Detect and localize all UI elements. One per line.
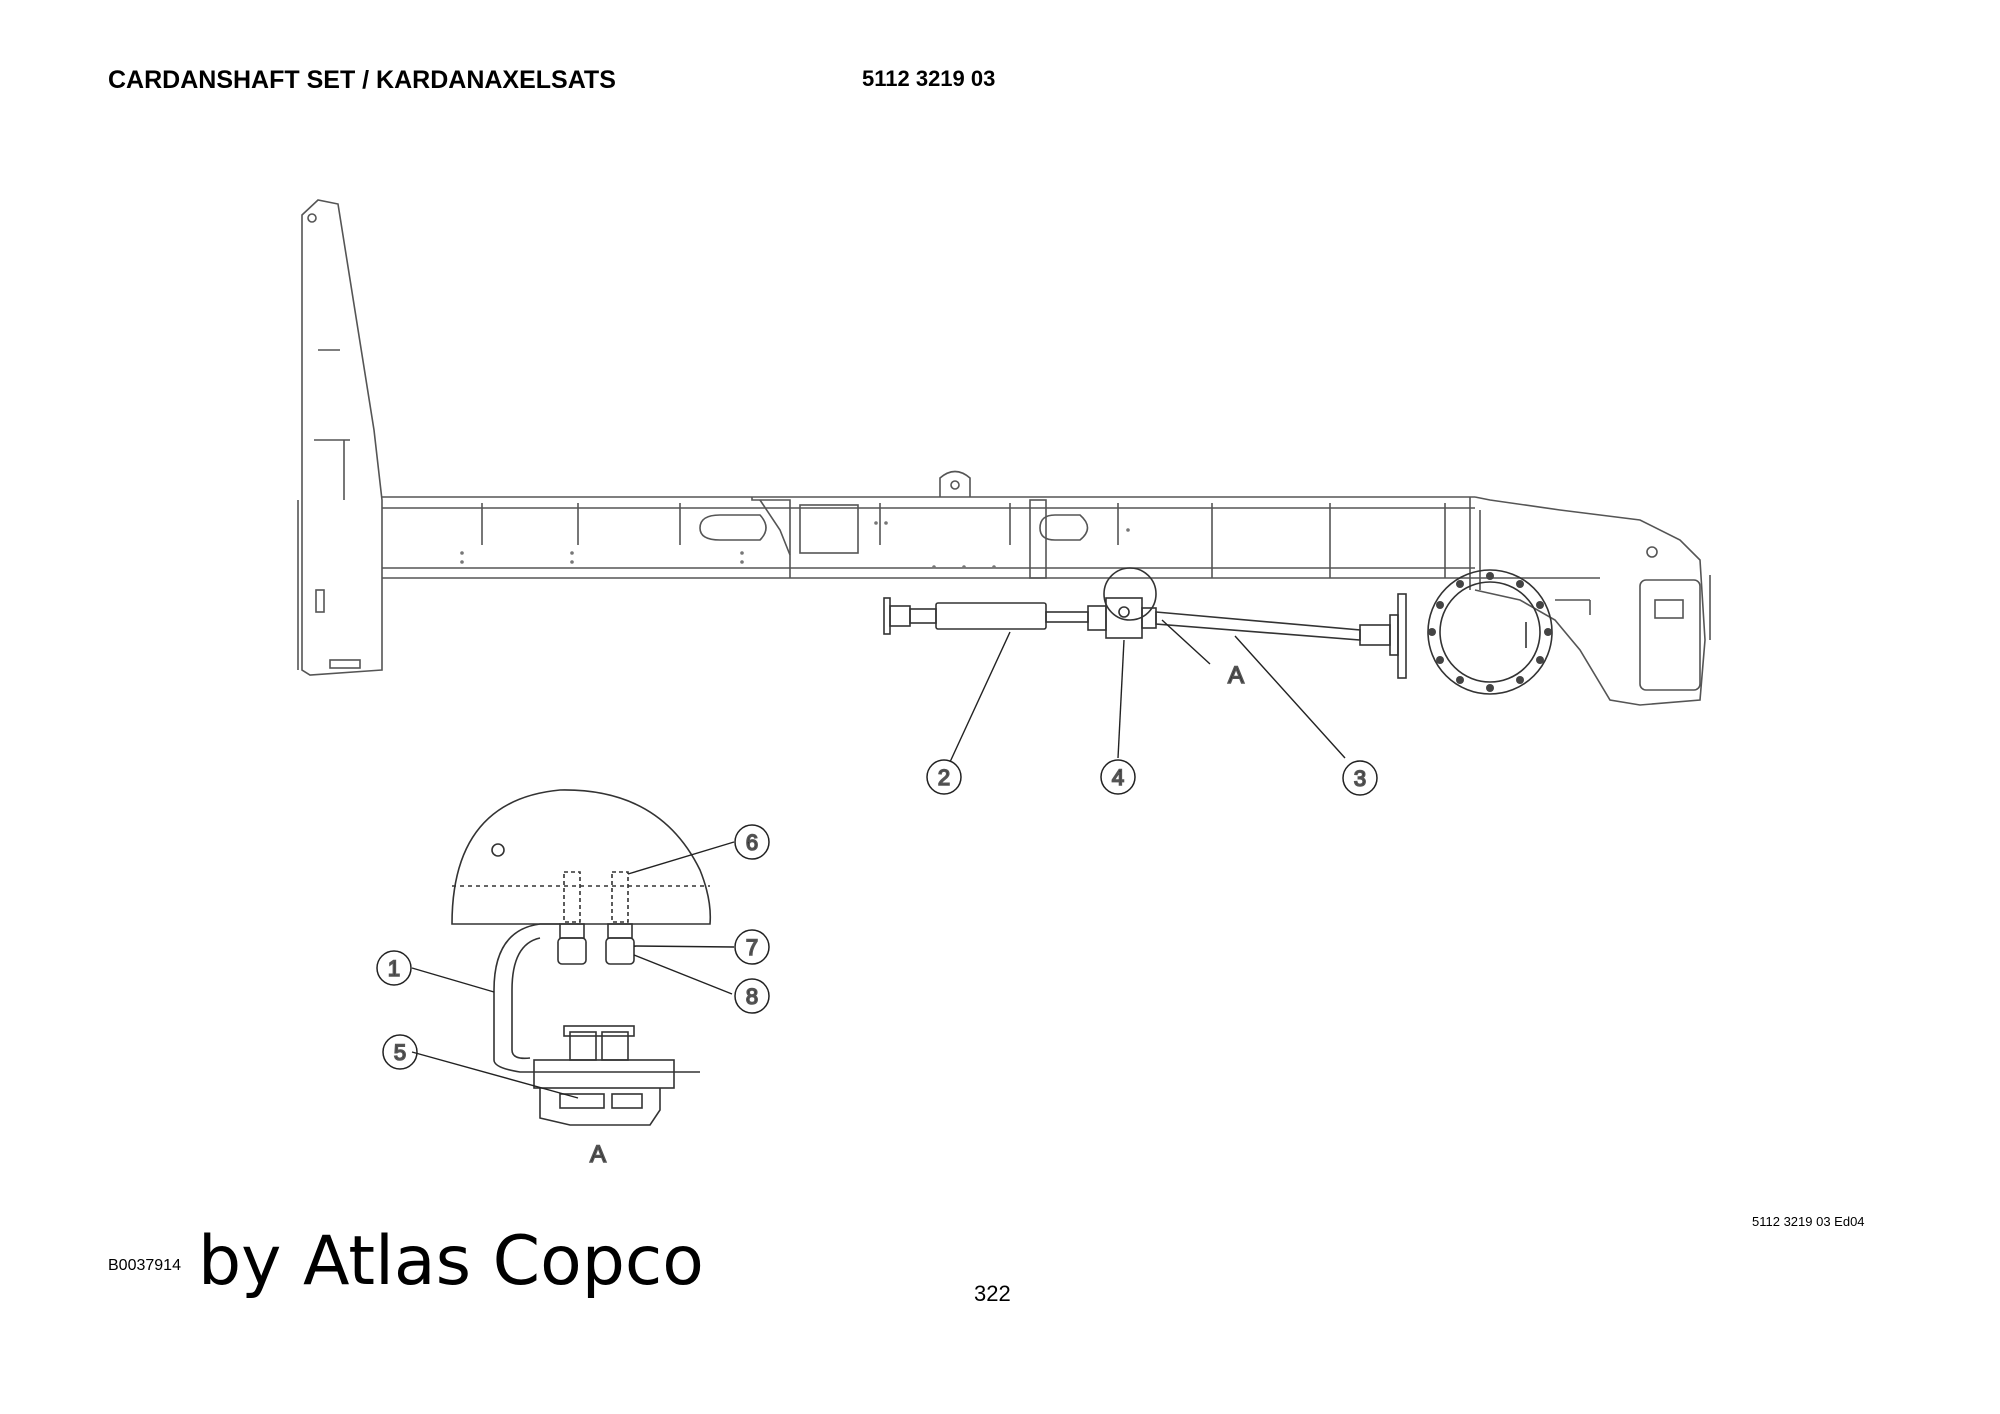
callout-6: 6 [746,830,758,855]
callout-bubbles [376,759,1378,1070]
brand-text: by Atlas Copco [198,1222,704,1301]
page-title: CARDANSHAFT SET / KARDANAXELSATS [108,66,616,94]
cardan-shaft-rear [1105,593,1407,679]
part-number: 5112 3219 03 [862,66,996,91]
detail-view-leaders [411,841,735,1099]
detail-a-marker [1103,567,1157,621]
vehicle-frame [297,199,1711,706]
callout-7: 7 [746,935,758,960]
detail-a-label-main: A [1228,662,1244,689]
detail-a-label: A [590,1141,606,1168]
detail-view-a [451,789,712,1126]
main-view-leaders [949,619,1346,763]
callout-numbers: 2 4 3 1 5 6 7 8 A A [387,661,1367,1169]
callout-4: 4 [1112,765,1124,790]
page-number: 322 [974,1281,1011,1306]
axle-differential [1427,569,1553,695]
cardan-shaft-front [883,597,1107,635]
edition-code: 5112 3219 03 Ed04 [1752,1214,1865,1229]
callout-3: 3 [1354,766,1366,791]
callout-5: 5 [394,1040,406,1065]
callout-1: 1 [388,956,400,981]
callout-8: 8 [746,984,758,1009]
drawing-code: B0037914 [108,1257,181,1274]
callout-2: 2 [938,765,950,790]
